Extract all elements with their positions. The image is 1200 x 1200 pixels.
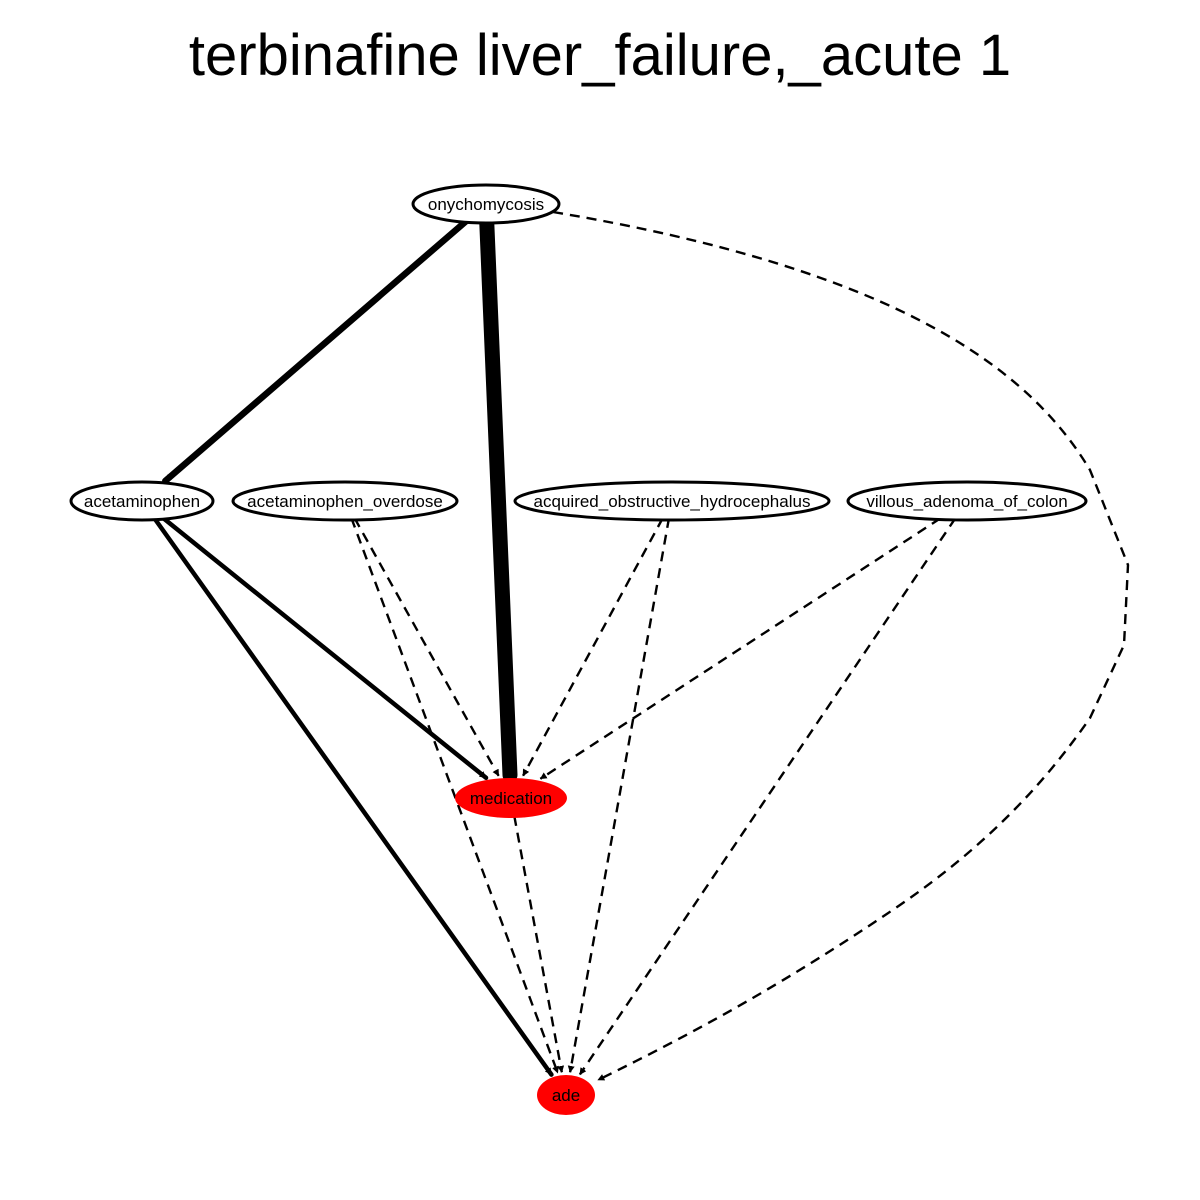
node-acetaminophen_overdose: acetaminophen_overdose — [231, 480, 459, 522]
diagram-title: terbinafine liver_failure,_acute 1 — [188, 23, 1012, 88]
edge-acetaminophen-to-ade — [151, 515, 554, 1077]
node-label-villous_adenoma_of_colon: villous_adenoma_of_colon — [866, 492, 1067, 511]
edge-onychomycosis-to-ade — [552, 210, 1130, 1082]
node-onychomycosis: onychomycosis — [411, 183, 561, 225]
node-label-medication: medication — [470, 789, 552, 808]
node-acetaminophen: acetaminophen — [69, 480, 215, 522]
node-shape-villous_adenoma_of_colon — [846, 480, 1088, 522]
edge-villous_adenoma_of_colon-to-medication — [539, 517, 941, 780]
edge-acetaminophen_overdose-to-ade — [350, 517, 559, 1074]
node-shape-acquired_obstructive_hydrocephalus — [513, 480, 831, 522]
node-shape-acetaminophen_overdose — [231, 480, 459, 522]
node-shape-medication — [455, 778, 567, 818]
node-medication: medication — [455, 778, 567, 818]
edge-villous_adenoma_of_colon-to-ade — [578, 517, 957, 1076]
node-label-ade: ade — [552, 1086, 580, 1105]
edges-layer — [151, 210, 1130, 1082]
node-acquired_obstructive_hydrocephalus: acquired_obstructive_hydrocephalus — [513, 480, 831, 522]
node-shape-ade — [537, 1075, 595, 1115]
node-ade: ade — [537, 1075, 595, 1115]
node-villous_adenoma_of_colon: villous_adenoma_of_colon — [846, 480, 1088, 522]
edge-acquired_obstructive_hydrocephalus-to-medication — [522, 517, 664, 777]
node-shape-acetaminophen — [69, 480, 215, 522]
node-label-acquired_obstructive_hydrocephalus: acquired_obstructive_hydrocephalus — [534, 492, 811, 511]
nodes-layer: onychomycosis acetaminophen acetaminophen_… — [69, 183, 1088, 1115]
edge-acquired_obstructive_hydrocephalus-to-ade — [567, 517, 671, 1073]
edge-onychomycosis-to-acetaminophen — [162, 217, 470, 485]
node-label-acetaminophen: acetaminophen — [84, 492, 200, 511]
edge-onychomycosis-to-medication — [479, 213, 518, 783]
node-label-onychomycosis: onychomycosis — [428, 195, 544, 214]
edge-acetaminophen_overdose-to-medication — [353, 517, 500, 777]
node-shape-onychomycosis — [411, 183, 561, 225]
edge-medication-to-ade — [513, 815, 565, 1073]
edge-acetaminophen-to-medication — [160, 515, 489, 781]
node-label-acetaminophen_overdose: acetaminophen_overdose — [247, 492, 443, 511]
